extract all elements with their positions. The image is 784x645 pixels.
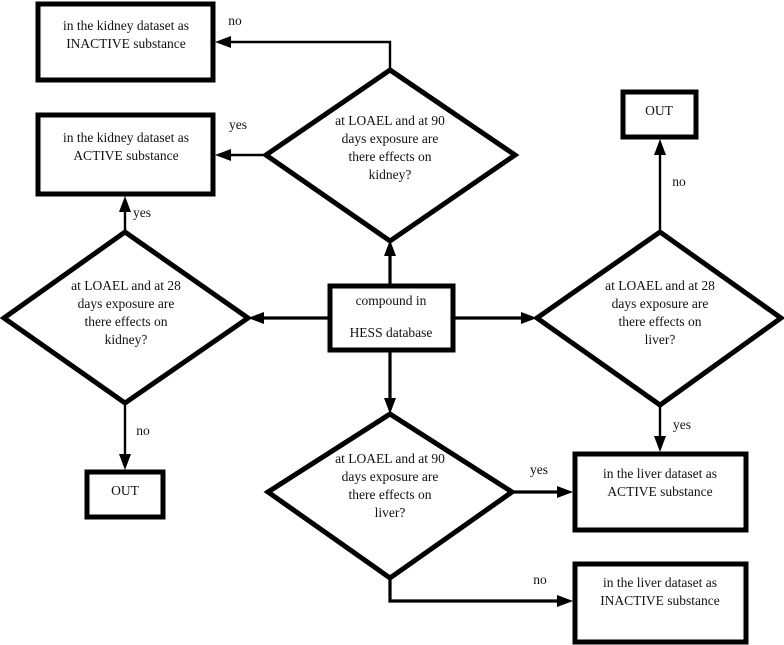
node-decision-kidney-90[interactable]: at LOAEL and at 90 days exposure are the… (261, 66, 520, 245)
arrowhead-icon (215, 36, 231, 48)
node-label-line-1: in the liver dataset as (603, 466, 717, 481)
node-out-top-right[interactable]: OUT (620, 89, 699, 140)
edge-kidney90-no-to-kidney-inactive (215, 36, 392, 70)
node-label-line-3: there effects on (85, 314, 168, 329)
node-label-line-3: there effects on (349, 149, 432, 164)
node-liver-active[interactable]: in the liver dataset as ACTIVE substance (572, 451, 749, 533)
edge-label-liver90-no: no (533, 572, 547, 587)
node-label-line-2: days exposure are (342, 469, 439, 484)
node-label-line-4: liver? (645, 332, 676, 347)
node-shape (261, 66, 520, 245)
arrowhead-icon (215, 149, 231, 161)
edge-liver90-no-to-liver-inactive (388, 578, 573, 607)
node-label-line-4: kidney? (369, 167, 412, 182)
arrowhead-icon (384, 240, 396, 256)
edge-start-to-liver28 (455, 312, 537, 324)
node-label-line-2: days exposure are (612, 296, 709, 311)
node-label-line-1: compound in (356, 293, 427, 308)
node-shape (0, 228, 253, 407)
node-kidney-inactive[interactable]: in the kidney dataset as INACTIVE substa… (35, 1, 216, 83)
node-start-compound[interactable]: compound in HESS database (327, 283, 456, 353)
arrowhead-icon (119, 454, 131, 470)
node-label-line-1: at LOAEL and at 28 (605, 278, 715, 293)
arrowhead-icon (521, 312, 537, 324)
edge-line (228, 40, 392, 70)
node-label-line-2: HESS database (350, 325, 433, 340)
node-label-line-3: there effects on (619, 314, 702, 329)
node-decision-kidney-28[interactable]: at LOAEL and at 28 days exposure are the… (0, 228, 253, 407)
arrowhead-icon (384, 398, 396, 414)
arrowhead-icon (557, 486, 573, 498)
edge-kidney28-no-to-out (119, 403, 131, 470)
node-label-line-2: days exposure are (342, 131, 439, 146)
node-decision-liver-28[interactable]: at LOAEL and at 28 days exposure are the… (532, 228, 784, 409)
node-shape (620, 89, 699, 140)
edge-liver90-yes-to-liver-active (512, 486, 573, 498)
node-label-line-4: kidney? (105, 332, 148, 347)
edge-liver28-no-to-out (654, 139, 666, 232)
arrowhead-icon (119, 196, 131, 212)
node-label-line-1: OUT (645, 103, 673, 118)
edge-kidney90-yes-to-kidney-active (215, 149, 266, 161)
node-shape (572, 451, 749, 533)
node-shape (327, 283, 456, 353)
edge-kidney28-yes-to-kidney-active (119, 196, 131, 232)
node-shape (35, 1, 216, 83)
edge-label-liver28-yes: yes (673, 417, 691, 432)
edge-label-kidney28-yes: yes (133, 205, 151, 220)
arrowhead-icon (248, 312, 264, 324)
node-kidney-active[interactable]: in the kidney dataset as ACTIVE substanc… (35, 112, 216, 197)
edge-line (388, 578, 562, 603)
edge-start-to-kidney90 (384, 240, 396, 284)
node-label-line-1: in the liver dataset as (603, 575, 717, 590)
edge-label-kidney90-yes: yes (229, 117, 247, 132)
edge-start-to-liver90 (384, 352, 396, 414)
node-label-line-2: INACTIVE substance (600, 593, 720, 608)
node-shape (263, 411, 517, 582)
node-label-line-1: OUT (111, 483, 139, 498)
node-label-line-2: days exposure are (78, 296, 175, 311)
node-label-line-1: at LOAEL and at 90 (335, 113, 445, 128)
node-label-line-2: ACTIVE substance (607, 484, 712, 499)
edge-label-kidney90-no: no (228, 13, 242, 28)
node-label-line-1: at LOAEL and at 90 (335, 451, 445, 466)
node-decision-liver-90[interactable]: at LOAEL and at 90 days exposure are the… (263, 411, 517, 582)
node-label-line-4: liver? (375, 505, 406, 520)
node-shape (84, 469, 166, 520)
node-label-line-1: in the kidney dataset as (63, 130, 189, 145)
edge-start-to-kidney28 (248, 312, 328, 324)
arrowhead-icon (654, 436, 666, 452)
node-label-line-2: INACTIVE substance (66, 36, 186, 51)
node-label-line-3: there effects on (349, 487, 432, 502)
edge-label-liver90-yes: yes (530, 462, 548, 477)
arrowhead-icon (654, 139, 666, 155)
node-label-line-2: ACTIVE substance (73, 148, 178, 163)
arrowhead-icon (557, 595, 573, 607)
node-label-line-1: in the kidney dataset as (63, 18, 189, 33)
node-shape (35, 112, 216, 197)
node-out-bottom-left[interactable]: OUT (84, 469, 166, 520)
node-shape (572, 561, 749, 645)
node-shape (532, 228, 784, 409)
edge-liver28-yes-to-liver-active (654, 405, 666, 452)
node-label-line-1: at LOAEL and at 28 (71, 278, 181, 293)
edge-label-liver28-no: no (672, 174, 686, 189)
node-liver-inactive[interactable]: in the liver dataset as INACTIVE substan… (572, 561, 749, 645)
edge-label-kidney28-no: no (136, 423, 150, 438)
